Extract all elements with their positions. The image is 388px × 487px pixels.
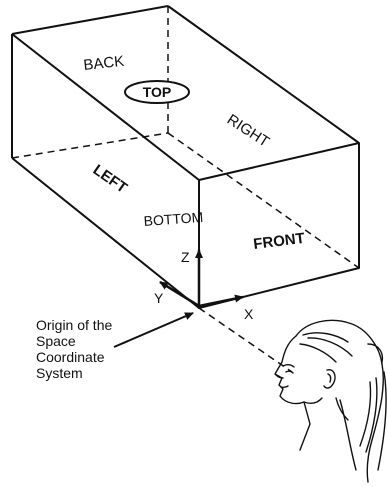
origin-caption-line-3: Coordinate bbox=[36, 349, 105, 365]
face-label-top: TOP bbox=[143, 84, 172, 100]
top-right-edge bbox=[167, 5, 360, 144]
coordinate-axes bbox=[159, 249, 244, 308]
origin-caption-line-4: System bbox=[36, 365, 83, 381]
hidden-back-bottom bbox=[11, 132, 169, 159]
sight-line bbox=[198, 307, 293, 373]
viewer-head-icon bbox=[274, 319, 387, 483]
face-label-back: BACK bbox=[83, 53, 125, 74]
top-left-edge bbox=[11, 33, 200, 181]
origin-pointer-line bbox=[113, 312, 194, 348]
x-axis-arrow bbox=[198, 294, 244, 308]
origin-caption-line-1: Origin of the bbox=[36, 317, 112, 333]
face-label-left: LEFT bbox=[90, 161, 130, 196]
origin-caption-line-2: Space bbox=[36, 333, 76, 349]
box-hidden-edges bbox=[11, 6, 360, 373]
axis-label-z: Z bbox=[181, 249, 190, 265]
face-label-bottom: BOTTOM bbox=[143, 209, 204, 229]
hidden-right-bottom bbox=[167, 132, 360, 269]
origin-caption: Origin of the Space Coordinate System bbox=[36, 317, 116, 381]
axis-label-x: X bbox=[244, 306, 254, 322]
face-label-front: FRONT bbox=[252, 230, 305, 253]
top-label-ellipse bbox=[124, 80, 190, 104]
axis-label-y: Y bbox=[154, 290, 164, 306]
top-back-edge bbox=[11, 5, 169, 35]
y-axis-arrow bbox=[159, 280, 200, 308]
face-label-right: RIGHT bbox=[224, 111, 272, 151]
front-face-outline bbox=[198, 142, 360, 309]
top-label-badge: TOP bbox=[124, 80, 190, 104]
